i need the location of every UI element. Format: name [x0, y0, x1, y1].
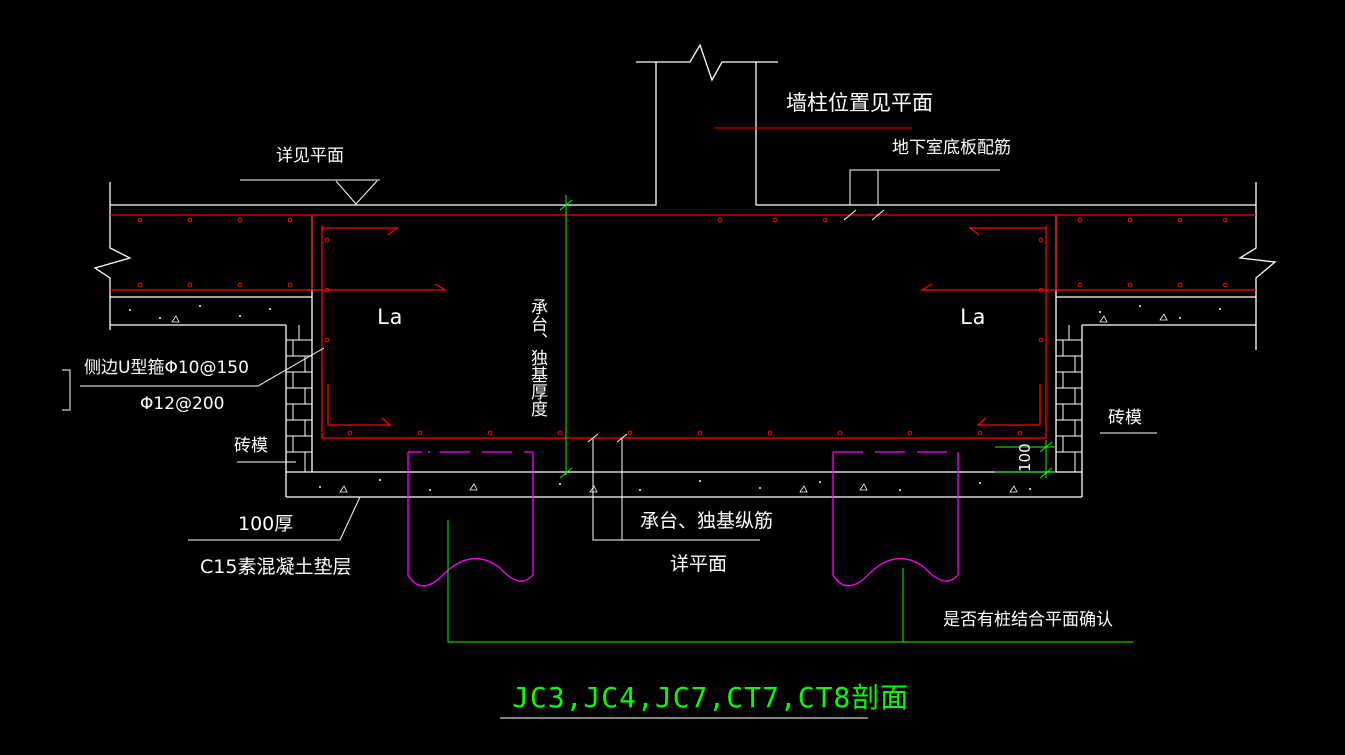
cushion-thickness-label: 100厚 [238, 513, 294, 535]
piles [407, 451, 959, 587]
leader-lines [62, 169, 1157, 719]
cushion-material-label: C15素混凝土垫层 [200, 556, 352, 578]
concrete-triangles [171, 313, 1168, 493]
dim-100-label: 100 [1016, 443, 1034, 472]
brick-form-right-label: 砖模 [1108, 408, 1142, 428]
pile-cap-rebar-label: 承台、独基纵筋 [640, 510, 774, 532]
brick-hatch-right [1056, 325, 1082, 472]
pile-confirm-label: 是否有桩结合平面确认 [943, 610, 1113, 630]
la-right-label: La [960, 305, 986, 329]
brick-hatch-left [286, 325, 312, 472]
wall-column-position-label: 墙柱位置见平面 [786, 91, 933, 115]
concrete-speckle [129, 305, 1221, 491]
dimension-lines [447, 195, 1133, 643]
drawing-title: JC3,JC4,JC7,CT7,CT8剖面 [512, 681, 910, 714]
basement-slab-rebar-label: 地下室底板配筋 [892, 138, 1011, 158]
la-left-label: La [377, 305, 403, 329]
side-u-stirrup-label: 侧边U型箍Φ10@150 [84, 358, 249, 378]
rebar [110, 214, 1256, 439]
see-plan-bottom-label: 详平面 [670, 553, 728, 575]
see-plan-top-label: 详见平面 [276, 146, 344, 166]
rebar-phi12-label: Φ12@200 [140, 394, 225, 414]
brick-form-left-label: 砖模 [234, 436, 268, 456]
thickness-vertical-label: 承台、独基厚度 [527, 298, 547, 417]
structure-outline [93, 43, 1277, 498]
rebar-dots [137, 217, 1228, 436]
